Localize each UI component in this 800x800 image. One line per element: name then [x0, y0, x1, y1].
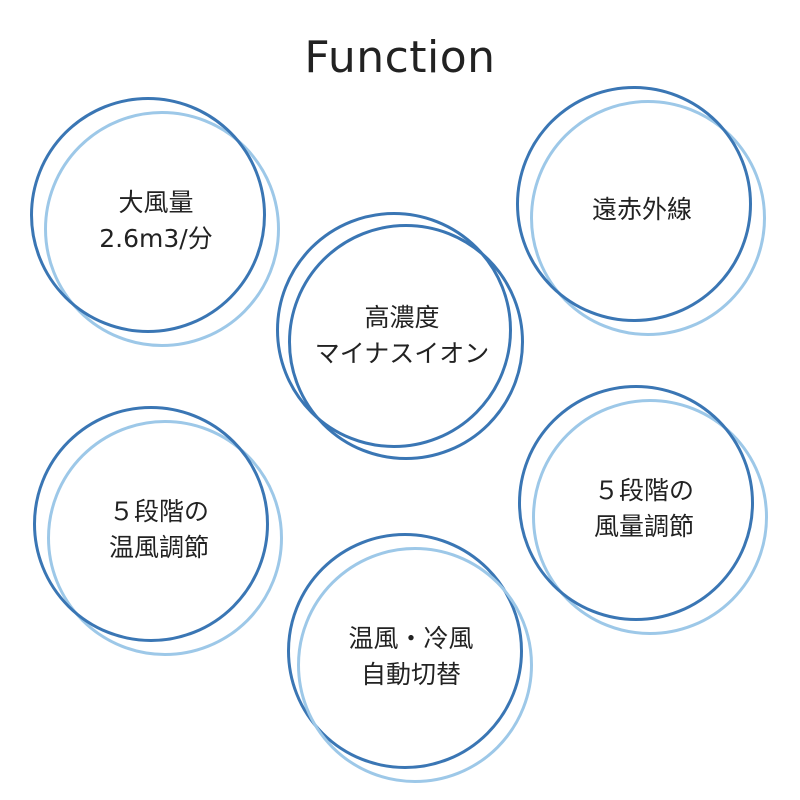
feature-circle-temperature: ５段階の 温風調節: [33, 406, 293, 666]
circle-outline-dark: [518, 385, 754, 621]
feature-circle-negative-ion: 高濃度 マイナスイオン: [276, 212, 536, 472]
feature-label-line2: マイナスイオン: [314, 339, 490, 368]
feature-label-line2: 2.6m3/分: [99, 224, 213, 253]
circle-outline-dark: [516, 86, 752, 322]
feature-label: 温風・冷風 自動切替: [293, 539, 529, 775]
feature-label-line1: 大風量: [118, 188, 194, 217]
feature-label-line1: ５段階の: [108, 497, 209, 526]
feature-label-line1: 温風・冷風: [348, 624, 474, 653]
feature-circle-auto-switch: 温風・冷風 自動切替: [287, 533, 547, 793]
feature-label: ５段階の 温風調節: [41, 412, 277, 648]
feature-label: 遠赤外線: [524, 92, 760, 328]
feature-label-line2: 温風調節: [108, 533, 209, 562]
feature-label-line2: 自動切替: [360, 660, 461, 689]
circle-outline-dark: [33, 406, 269, 642]
feature-label-line1: 高濃度: [364, 303, 440, 332]
circle-outline-dark: [30, 97, 266, 333]
feature-label: 大風量 2.6m3/分: [38, 103, 274, 339]
page-title: Function: [304, 32, 496, 83]
feature-label-line1: 遠赤外線: [591, 195, 692, 224]
feature-label-line2: 風量調節: [593, 512, 694, 541]
feature-label-line1: ５段階の: [593, 476, 694, 505]
feature-circle-airflow: 大風量 2.6m3/分: [30, 97, 290, 357]
circle-outline-light: [297, 547, 533, 783]
feature-label: 高濃度 マイナスイオン: [284, 218, 520, 454]
circle-outline-light: [288, 224, 524, 460]
feature-circle-far-infrared: 遠赤外線: [516, 86, 776, 346]
feature-label: ５段階の 風量調節: [526, 391, 762, 627]
feature-circle-airflow-levels: ５段階の 風量調節: [518, 385, 778, 645]
